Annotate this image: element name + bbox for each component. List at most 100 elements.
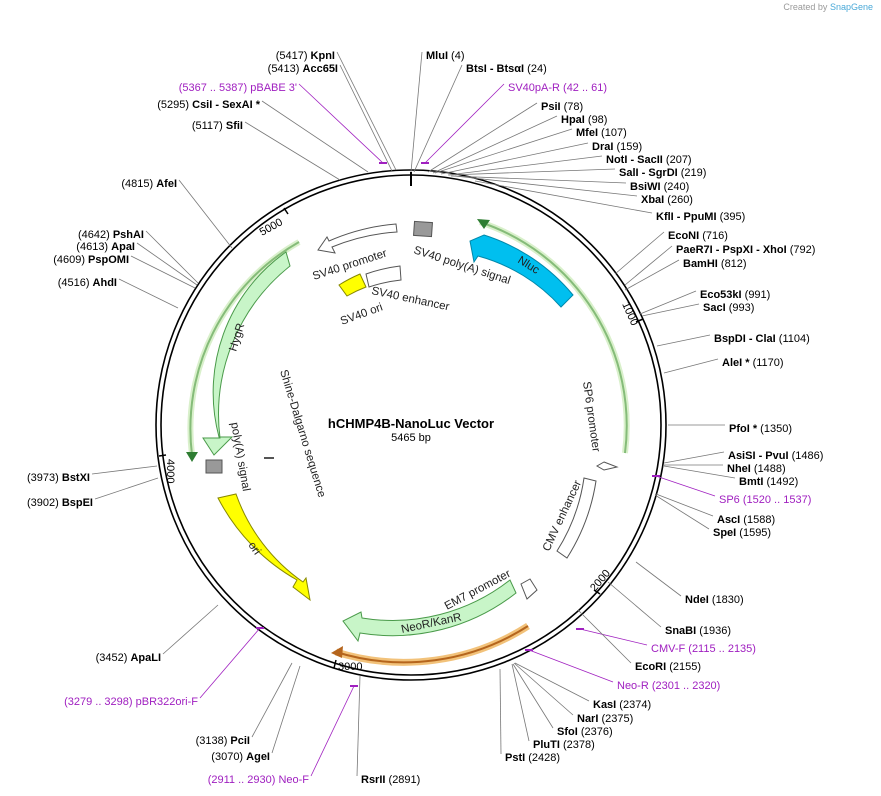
site-label[interactable]: SalI - SgrDI (219): [619, 167, 706, 179]
site-label[interactable]: (3902) BspEI: [27, 497, 93, 509]
site-leader: [424, 83, 505, 164]
site-label[interactable]: SacI (993): [703, 302, 754, 314]
site-label[interactable]: NdeI (1830): [685, 594, 744, 606]
site-leader: [655, 475, 716, 497]
site-label[interactable]: (4609) PspOMI: [53, 254, 129, 266]
site-label[interactable]: HpaI (98): [561, 114, 607, 126]
site-label[interactable]: (4815) AfeI: [121, 178, 177, 190]
site-leader: [336, 51, 397, 171]
site-label[interactable]: (5295) CsiI - SexAI *: [157, 99, 260, 111]
site-leader: [145, 230, 199, 284]
site-label[interactable]: EcoNI (716): [668, 230, 728, 242]
map-title: hCHMP4B-NanoLuc Vector: [328, 416, 494, 431]
primer-label[interactable]: Neo-R (2301 .. 2320): [617, 680, 720, 692]
primer-label[interactable]: SV40pA-R (42 .. 61): [508, 82, 607, 94]
site-leader: [614, 231, 665, 275]
tick-label-5000: 5000: [258, 216, 285, 238]
site-label[interactable]: Eco53kI (991): [700, 289, 770, 301]
site-leader: [512, 663, 554, 729]
site-label[interactable]: (5417) KpnI: [276, 50, 335, 62]
site-label[interactable]: BmtI (1492): [739, 476, 798, 488]
site-leader: [663, 451, 725, 464]
site-leader: [298, 83, 384, 164]
site-label[interactable]: MfeI (107): [576, 127, 627, 139]
site-label[interactable]: PfoI * (1350): [729, 423, 792, 435]
feature-track-right-arrowhead: [477, 219, 490, 229]
site-leader: [199, 627, 261, 699]
site-label[interactable]: (4642) PshAI: [78, 229, 144, 241]
primer-label[interactable]: (3279 .. 3298) pBR322ori-F: [64, 696, 198, 708]
site-label[interactable]: (4613) ApaI: [76, 241, 135, 253]
site-leader: [432, 115, 558, 174]
site-label[interactable]: (3138) PciI: [196, 735, 250, 747]
tick-3000: [333, 659, 337, 669]
site-label[interactable]: NarI (2375): [577, 713, 633, 725]
site-leader: [410, 51, 423, 173]
site-leader: [261, 100, 369, 173]
site-label[interactable]: KasI (2374): [593, 699, 651, 711]
site-leader: [450, 175, 627, 184]
site-label[interactable]: BsiWI (240): [630, 181, 689, 193]
site-label[interactable]: AsiSI - PvuI (1486): [728, 450, 823, 462]
site-label[interactable]: PstI (2428): [505, 752, 560, 764]
feature-sv40-enhancer: [365, 265, 402, 288]
site-label[interactable]: (5117) SfiI: [192, 120, 243, 132]
site-label[interactable]: AscI (1588): [717, 514, 775, 526]
feature-ori: [217, 493, 311, 602]
site-label[interactable]: SpeI (1595): [713, 527, 771, 539]
feature-cmv-enhancer: [556, 477, 597, 559]
feature-polya-signal-label: poly(A) signal: [228, 421, 252, 492]
site-label[interactable]: PaeR7I - PspXI - XhoI (792): [676, 244, 815, 256]
feature-sv40-ori: [338, 273, 367, 297]
site-label[interactable]: (5413) Acc65I: [268, 63, 338, 75]
site-leader: [635, 561, 682, 597]
site-leader: [244, 121, 341, 181]
site-leader: [454, 175, 638, 197]
feature-neor-kanr: [342, 579, 517, 643]
site-leader: [136, 242, 198, 286]
tick-2000: [593, 589, 601, 595]
site-leader: [434, 128, 573, 174]
site-leader: [448, 168, 616, 176]
site-leader: [130, 255, 196, 289]
primer-label[interactable]: CMV-F (2115 .. 2135): [651, 643, 756, 655]
feature-sv40-ori-label: SV40 ori: [339, 301, 385, 327]
site-label[interactable]: MluI (4): [426, 50, 465, 62]
primer-label[interactable]: (5367 .. 5387) pBABE 3': [179, 82, 297, 94]
site-label[interactable]: RsrII (2891): [361, 774, 420, 786]
snapgene-logo: SnapGene: [829, 2, 873, 12]
site-leader: [427, 102, 538, 173]
site-label[interactable]: DraI (159): [592, 141, 642, 153]
site-label[interactable]: PsiI (78): [541, 101, 583, 113]
site-label[interactable]: BamHI (812): [683, 258, 747, 270]
primer-label[interactable]: (2911 .. 2930) Neo-F: [208, 774, 310, 786]
site-label[interactable]: BspDI - ClaI (1104): [714, 333, 810, 345]
site-label[interactable]: SnaBI (1936): [665, 625, 731, 637]
site-label[interactable]: BtsI - BtsαI (24): [466, 63, 547, 75]
primer-label[interactable]: SP6 (1520 .. 1537): [719, 494, 811, 506]
site-leaders: [91, 51, 736, 777]
site-label[interactable]: SfoI (2376): [557, 726, 613, 738]
site-leader: [499, 668, 502, 755]
scale-ticks: 1000 2000 3000 4000 5000: [158, 207, 644, 673]
site-leader: [624, 259, 680, 291]
feature-track-left-halo: [187, 239, 301, 456]
site-label[interactable]: EcoRI (2155): [635, 661, 701, 673]
site-leader: [656, 334, 711, 347]
site-label[interactable]: PluTI (2378): [533, 739, 595, 751]
site-label[interactable]: KflI - PpuMI (395): [656, 211, 745, 223]
feature-shine-dalgarno-label: Shine-Dalgarno sequence: [277, 368, 327, 499]
site-label[interactable]: (4516) AhdI: [58, 277, 117, 289]
site-label[interactable]: (3973) BstXI: [27, 472, 90, 484]
site-leader: [641, 303, 700, 317]
site-leader: [339, 64, 393, 172]
site-leader: [579, 628, 648, 646]
site-label[interactable]: (3452) ApaLI: [96, 652, 161, 664]
site-label[interactable]: NheI (1488): [727, 463, 786, 475]
site-label[interactable]: XbaI (260): [641, 194, 693, 206]
site-label[interactable]: NotI - SacII (207): [606, 154, 692, 166]
tick-label-1000: 1000: [619, 300, 640, 327]
site-label[interactable]: (3070) AgeI: [211, 751, 270, 763]
site-label[interactable]: AleI * (1170): [722, 357, 784, 369]
site-leader: [251, 662, 293, 738]
